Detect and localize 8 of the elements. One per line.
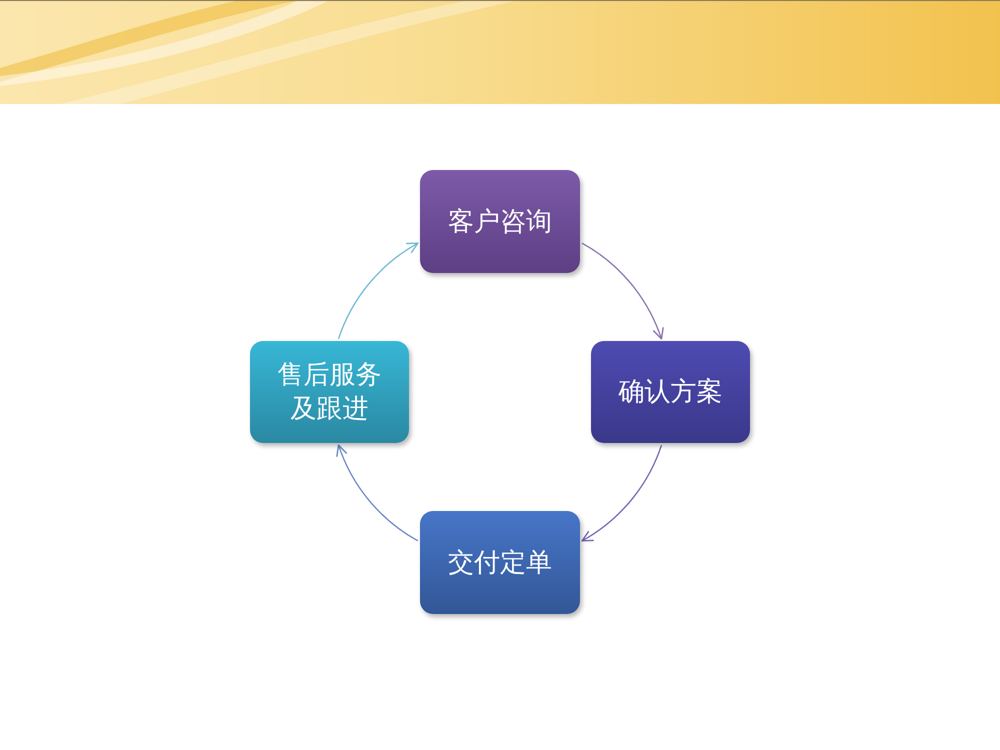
- process-box: 交付定单: [420, 511, 580, 614]
- process-box: 确认方案: [591, 341, 750, 443]
- arrow: [336, 444, 418, 542]
- arrow: [582, 242, 664, 340]
- process-box: 客户咨询: [420, 170, 580, 273]
- arrow: [581, 444, 662, 542]
- arrow: [338, 242, 419, 340]
- process-box: 售后服务及跟进: [250, 341, 409, 443]
